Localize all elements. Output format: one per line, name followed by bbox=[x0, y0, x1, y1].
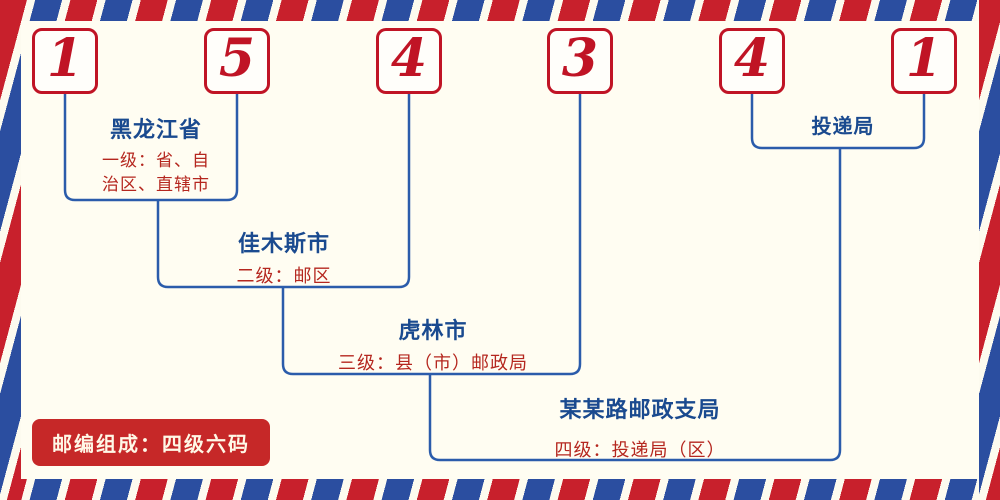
digit-box-3: 4 bbox=[376, 28, 442, 94]
digit-box-5: 4 bbox=[719, 28, 785, 94]
composition-badge: 邮编组成：四级六码 bbox=[32, 419, 270, 466]
digit-box-1: 1 bbox=[32, 28, 98, 94]
digit-box-2: 5 bbox=[204, 28, 270, 94]
airmail-border-bottom bbox=[0, 479, 1000, 500]
airmail-border-right bbox=[979, 0, 1000, 500]
digit-2: 5 bbox=[218, 28, 256, 89]
delivery-office-label: 投递局 bbox=[762, 110, 924, 139]
level-2-label: 佳木斯市 二级：邮区 bbox=[158, 226, 410, 289]
level-2-region: 佳木斯市 bbox=[237, 232, 330, 257]
level-4-desc: 四级：投递局（区） bbox=[554, 440, 726, 461]
level-3-label: 虎林市 三级：县（市）邮政局 bbox=[285, 313, 581, 376]
level-3-desc: 三级：县（市）邮政局 bbox=[338, 353, 528, 374]
level-3-region: 虎林市 bbox=[398, 319, 468, 344]
digit-5: 4 bbox=[733, 28, 771, 89]
level-1-desc: 一级：省、自 治区、直辖市 bbox=[102, 151, 210, 195]
digit-6: 1 bbox=[905, 28, 943, 89]
level-4-label: 某某路邮政支局 四级：投递局（区） bbox=[440, 392, 840, 463]
digit-box-6: 1 bbox=[891, 28, 957, 94]
level-1-label: 黑龙江省 一级：省、自 治区、直辖市 bbox=[70, 112, 242, 198]
level-4-region: 某某路邮政支局 bbox=[559, 398, 721, 423]
airmail-border-top bbox=[0, 0, 1000, 21]
delivery-office-text: 投递局 bbox=[811, 114, 875, 138]
digit-1: 1 bbox=[46, 28, 84, 89]
digit-box-4: 3 bbox=[547, 28, 613, 94]
digit-3: 4 bbox=[390, 28, 428, 89]
airmail-border-left bbox=[0, 0, 21, 500]
level-2-desc: 二级：邮区 bbox=[236, 266, 332, 287]
digit-4: 3 bbox=[561, 28, 599, 89]
level-1-region: 黑龙江省 bbox=[109, 118, 202, 143]
